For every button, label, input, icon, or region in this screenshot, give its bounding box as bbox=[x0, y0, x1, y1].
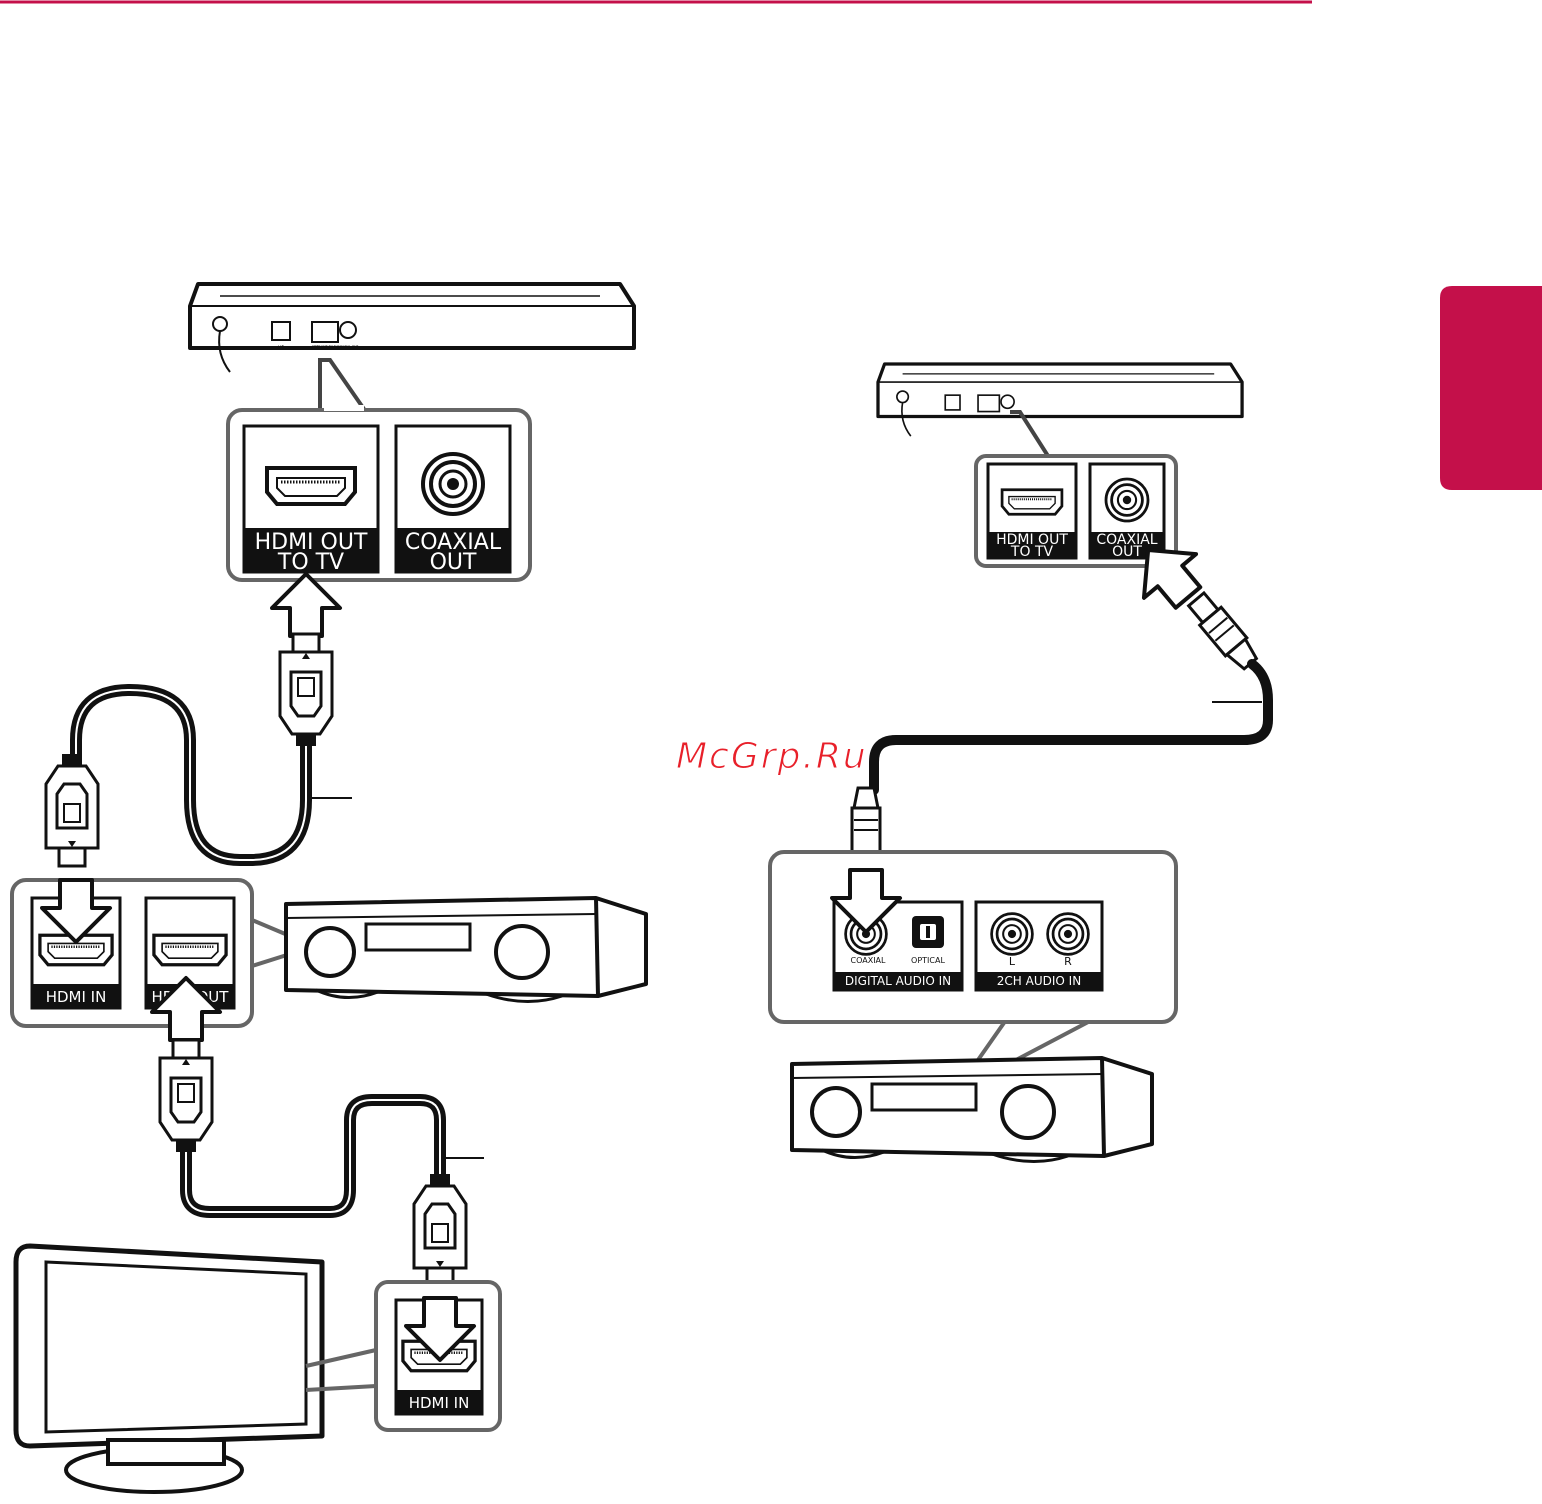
left-coaxial-out-label-2: OUT bbox=[430, 550, 477, 575]
audio-r-label: R bbox=[1064, 955, 1072, 968]
optical-in-label: OPTICAL bbox=[911, 956, 945, 965]
left-hdmi-out-port: HDMI OUT TO TV bbox=[244, 426, 378, 575]
audio-r-jack bbox=[1048, 914, 1089, 955]
player-hdmi-mini-label: HDMI OUT TO TV bbox=[312, 344, 338, 348]
coaxial-cable bbox=[874, 664, 1268, 790]
optical-in-jack bbox=[912, 916, 944, 948]
coaxial-in-label: COAXIAL bbox=[851, 956, 887, 965]
hdmi-plug-tv-end bbox=[414, 1174, 466, 1286]
right-coaxial-out-port: COAXIAL OUT bbox=[1090, 464, 1164, 560]
audio-l-label: L bbox=[1009, 955, 1016, 968]
right-player-callout-pointer bbox=[1010, 412, 1048, 456]
right-receiver-callout-pointer bbox=[978, 1020, 1092, 1060]
watermark: McGrp.Ru bbox=[676, 736, 868, 777]
right-hdmi-out-port: HDMI OUT TO TV bbox=[988, 464, 1076, 560]
television bbox=[16, 1246, 322, 1492]
tv-hdmi-in-label: HDMI IN bbox=[409, 1394, 470, 1412]
audio-l-jack bbox=[992, 914, 1033, 955]
right-receiver-callout bbox=[770, 852, 1176, 1022]
player-lan-mini-label: LAN bbox=[278, 344, 284, 348]
right-player bbox=[878, 364, 1242, 436]
chapter-side-tab bbox=[1440, 286, 1542, 490]
two-ch-audio-in-block: L R 2CH AUDIO IN bbox=[976, 902, 1102, 990]
two-ch-audio-in-label: 2CH AUDIO IN bbox=[997, 974, 1081, 988]
hdmi-plug-receiver-out-end bbox=[160, 1040, 212, 1152]
right-hdmi-out-label-2: TO TV bbox=[1010, 544, 1054, 560]
arrow-into-player-hdmi bbox=[272, 574, 340, 636]
hdmi-plug-player-end bbox=[280, 634, 332, 746]
player-coax-mini-label: COAXIAL OUT bbox=[338, 344, 359, 348]
digital-audio-in-label: DIGITAL AUDIO IN bbox=[845, 974, 951, 988]
hdmi-cable-receiver-tv bbox=[186, 1100, 440, 1212]
receiver-hdmi-in-label: HDMI IN bbox=[46, 988, 107, 1006]
right-coaxial-out-label-2: OUT bbox=[1112, 544, 1142, 560]
left-hdmi-out-label-2: TO TV bbox=[277, 550, 344, 575]
left-av-receiver bbox=[286, 898, 646, 1002]
left-player-callout-pointer bbox=[320, 360, 366, 412]
right-av-receiver bbox=[792, 1058, 1152, 1162]
hdmi-plug-receiver-in-end bbox=[46, 754, 98, 866]
left-coaxial-out-port: COAXIAL OUT bbox=[396, 426, 510, 575]
